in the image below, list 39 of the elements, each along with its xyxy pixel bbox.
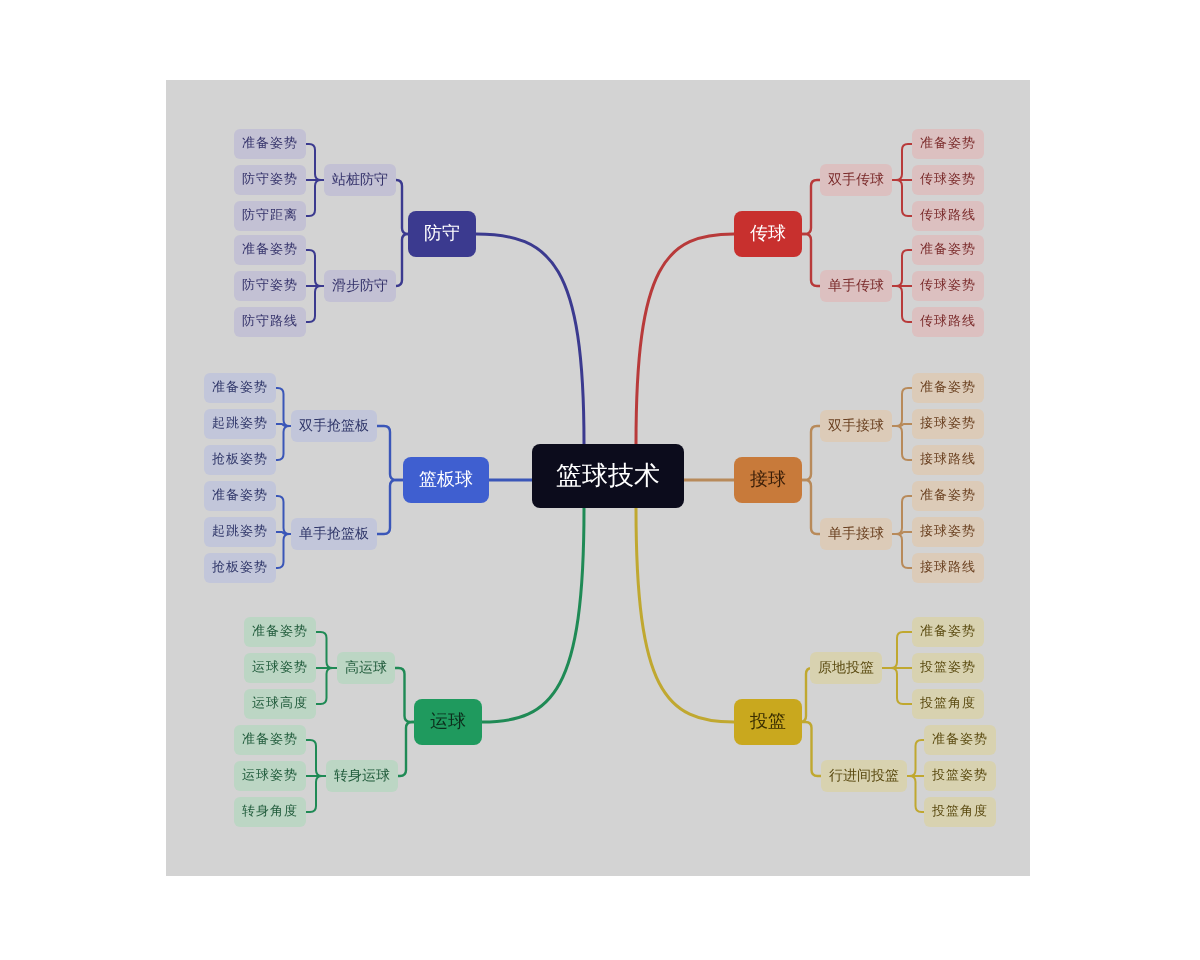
connector-line xyxy=(275,531,292,535)
connector-line xyxy=(802,178,820,236)
connector-line xyxy=(891,285,913,323)
branch-box: 接球 xyxy=(734,457,802,503)
branch-box: 运球 xyxy=(414,699,482,745)
connector-line xyxy=(275,387,292,427)
connector-line xyxy=(802,424,820,482)
connector-line xyxy=(881,667,913,705)
connector-line xyxy=(394,232,410,288)
connector-line xyxy=(305,179,325,217)
connector-line xyxy=(305,775,327,813)
branch-line xyxy=(489,478,532,482)
branch-line xyxy=(475,232,586,445)
branch-line xyxy=(634,507,735,724)
branch-box: 篮板球 xyxy=(403,457,489,503)
connector-line xyxy=(305,285,325,323)
connector-line xyxy=(891,533,913,569)
central-topic-box: 篮球技术 xyxy=(532,444,684,508)
branch-line xyxy=(684,478,734,482)
connector-line xyxy=(377,478,403,536)
connector-line xyxy=(398,720,414,778)
branch-line xyxy=(634,232,735,444)
branch-box: 防守 xyxy=(408,211,476,257)
connector-line xyxy=(802,478,820,536)
connector-line xyxy=(315,667,338,705)
connector-line xyxy=(275,425,292,461)
connector-line xyxy=(891,425,913,461)
connector-line xyxy=(394,178,410,236)
connector-line xyxy=(275,495,292,535)
connector-line xyxy=(275,423,292,427)
branch-box: 传球 xyxy=(734,211,802,257)
branch-line xyxy=(481,507,586,724)
branch-box: 投篮 xyxy=(734,699,802,745)
connector-line xyxy=(802,232,820,288)
connector-line xyxy=(891,179,913,217)
connector-line xyxy=(906,775,925,813)
connector-line xyxy=(275,533,292,569)
connector-line xyxy=(798,666,814,724)
connector-line xyxy=(906,739,925,777)
